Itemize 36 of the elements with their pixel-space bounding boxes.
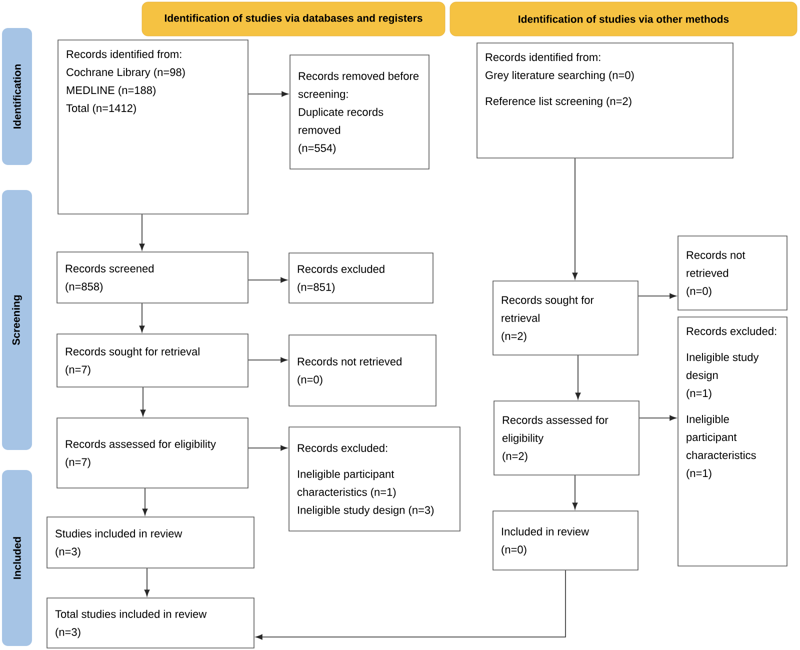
process-box: Records screened (n=858)	[56, 252, 248, 304]
process-box: Records removed before screening: Duplicate records removed (n=554)	[290, 54, 430, 170]
process-box: Studies included in review (n=3)	[46, 516, 254, 568]
arrow	[248, 277, 288, 283]
arrow	[248, 357, 288, 363]
section-header: Identification of studies via databases and registers	[142, 2, 446, 36]
arrow	[139, 303, 145, 332]
arrow	[572, 475, 578, 510]
process-box: Records assessed for eligibility (n=7)	[56, 418, 248, 488]
arrow	[248, 91, 288, 97]
process-box: Records sought for retrieval (n=7)	[56, 334, 248, 388]
arrow	[638, 293, 676, 299]
process-box: Records sought for retrieval (n=2)	[492, 280, 638, 356]
arrow	[248, 445, 288, 451]
process-box: Records identified from: Cochrane Library (n=98) MEDLINE (n=188) Total (n=1412)	[58, 40, 248, 214]
process-box: Records not retrieved (n=0)	[678, 236, 788, 310]
process-box: Records assessed for eligibility (n=2)	[494, 400, 640, 476]
phase-band: Included	[2, 470, 32, 646]
phase-band: Screening	[2, 190, 32, 450]
process-box: Records excluded: Ineligible study design (n=1) Ineligible participant characteristics (n=1)	[678, 316, 788, 566]
arrow	[140, 387, 146, 416]
arrow	[144, 568, 150, 596]
process-box: Total studies included in review (n=3)	[46, 598, 254, 648]
section-header: Identification of studies via other methods	[450, 2, 798, 36]
arrow	[142, 488, 148, 516]
process-box: Records identified from: Grey literature searching (n=0) Reference list screening (n=2)	[476, 42, 734, 158]
arrow	[139, 214, 145, 250]
phase-band: Identification	[2, 28, 32, 165]
process-box: Records excluded (n=851)	[288, 252, 434, 304]
process-box: Included in review (n=0)	[492, 510, 638, 570]
arrow	[639, 415, 676, 421]
process-box: Records excluded: Ineligible participant characteristics (n=1) Ineligible study design (n=3)	[288, 426, 460, 532]
arrow	[575, 355, 581, 400]
process-box: Records not retrieved (n=0)	[288, 334, 436, 406]
arrow	[572, 158, 578, 280]
arrow	[256, 570, 566, 640]
